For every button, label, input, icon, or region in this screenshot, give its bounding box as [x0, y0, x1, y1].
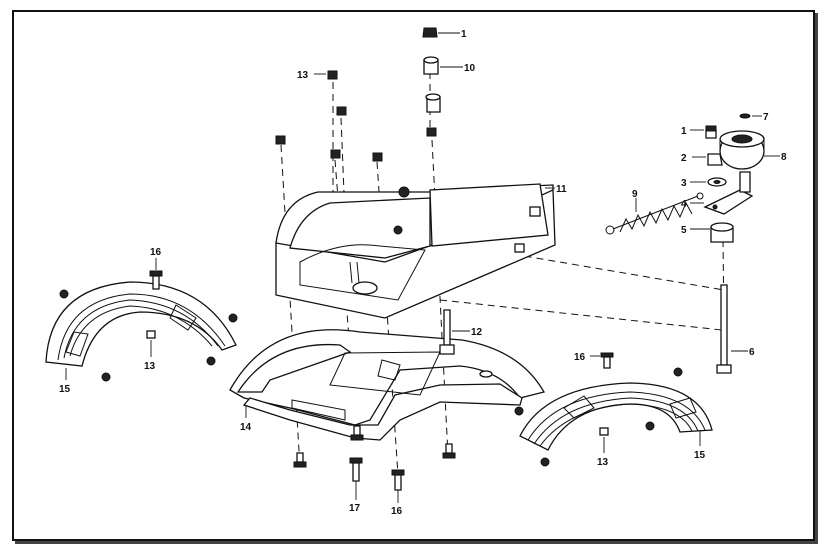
- small-hardware: [59, 70, 683, 491]
- label-9: 9: [632, 189, 638, 200]
- callout-labels: 1 10 13 7 1 8 2 3 11 9 4 5 16 12 13 15 1…: [59, 29, 787, 517]
- label-11: 11: [556, 184, 567, 195]
- label-3: 3: [681, 178, 687, 189]
- base-frame-14: [229, 329, 545, 441]
- pulley-assembly: [605, 113, 765, 374]
- label-14: 14: [240, 422, 252, 433]
- label-16-bottom: 16: [391, 506, 403, 517]
- top-fasteners: [422, 27, 455, 355]
- label-17: 17: [349, 503, 361, 514]
- leader-lines: [65, 32, 780, 503]
- label-7: 7: [763, 112, 769, 123]
- fender-left-15: [45, 281, 237, 367]
- label-2: 2: [681, 153, 687, 164]
- fender-right-15: [519, 382, 713, 451]
- label-15-right: 15: [694, 450, 706, 461]
- label-6: 6: [749, 347, 755, 358]
- label-12: 12: [471, 327, 483, 338]
- label-13-top: 13: [297, 70, 309, 81]
- label-15-left: 15: [59, 384, 71, 395]
- tray-11: [275, 183, 556, 319]
- label-16-right: 16: [574, 352, 586, 363]
- label-13-left: 13: [144, 361, 156, 372]
- label-5: 5: [681, 225, 687, 236]
- label-1-pulley: 1: [681, 126, 687, 137]
- label-10: 10: [464, 63, 476, 74]
- label-16-left: 16: [150, 247, 162, 258]
- label-13-right: 13: [597, 457, 609, 468]
- label-4: 4: [681, 199, 687, 210]
- label-8: 8: [781, 152, 787, 163]
- label-1-top: 1: [461, 29, 467, 40]
